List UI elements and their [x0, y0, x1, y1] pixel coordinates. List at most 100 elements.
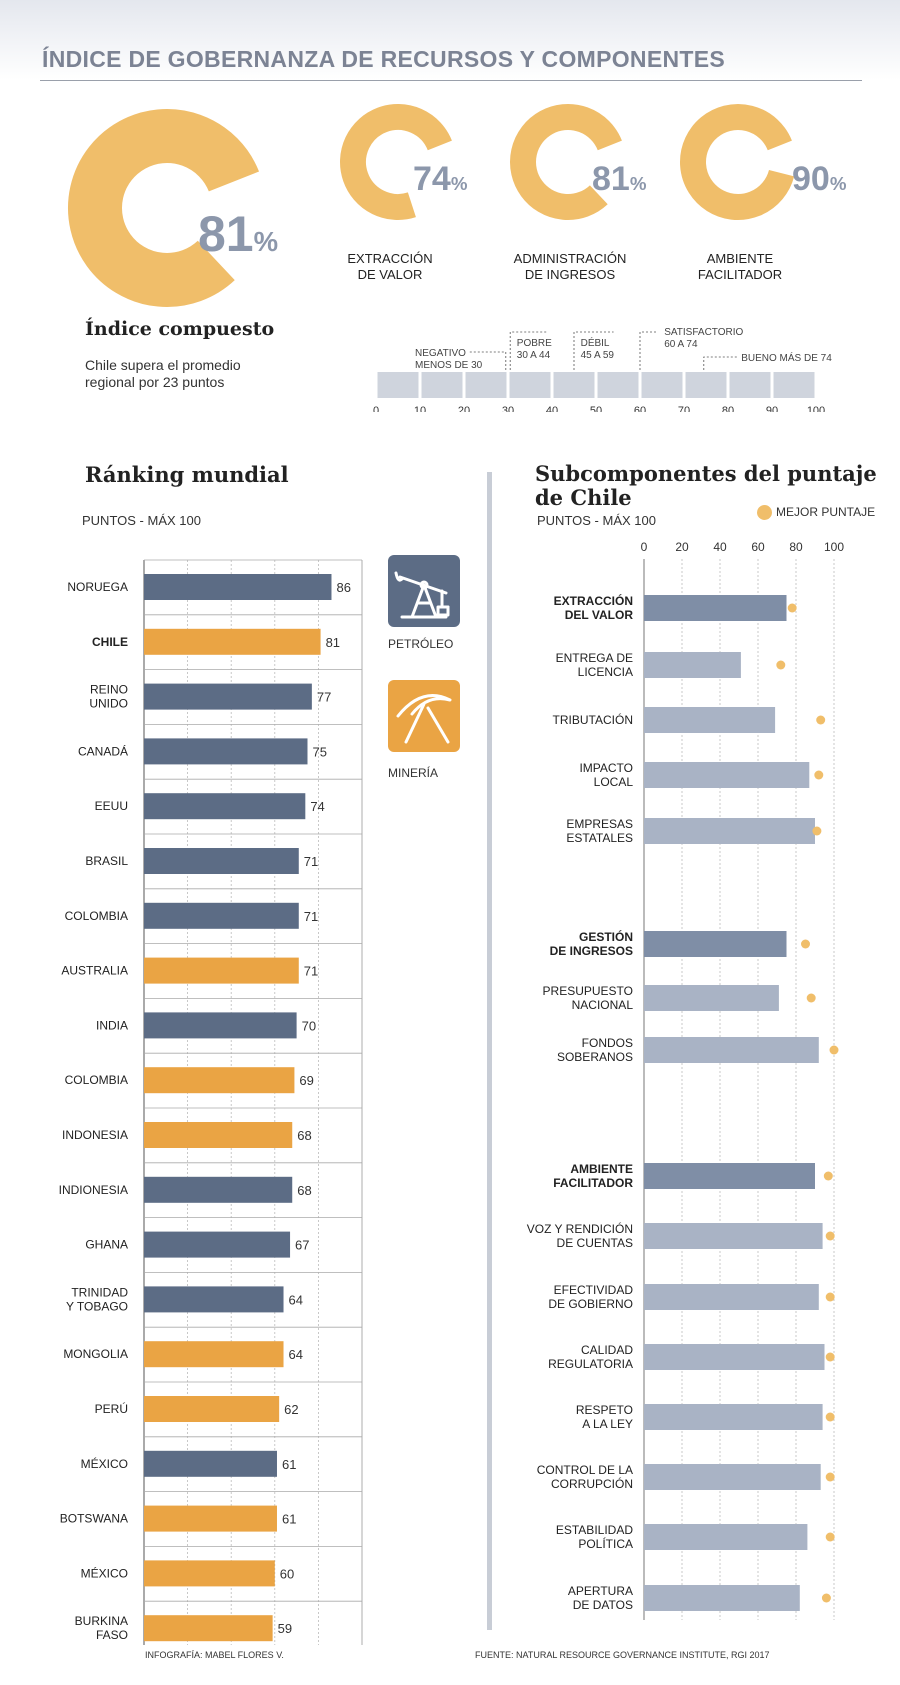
best-score-dot: [825, 1231, 835, 1241]
subcomponent-label: DE GOBIERNO: [548, 1297, 633, 1311]
ranking-value-label: 86: [336, 580, 350, 595]
scale-connector: [573, 331, 614, 370]
ranking-bar: [144, 1505, 277, 1532]
best-score-dot: [825, 1472, 835, 1482]
ranking-category-label: MÉXICO: [81, 1565, 128, 1580]
ranking-bar: [144, 1396, 280, 1422]
best-score-dot: [814, 770, 824, 780]
scale-segment: [641, 372, 683, 398]
ranking-value-label: 71: [304, 964, 318, 979]
ranking-value-label: 75: [313, 744, 327, 759]
scale-segment: [729, 372, 771, 398]
best-score-legend-dot: [757, 505, 772, 520]
ranking-bar: [144, 902, 299, 929]
scale-tick-label: 100: [807, 405, 825, 412]
subcomponent-label: CALIDAD: [581, 1343, 633, 1357]
subcomponent-label: EXTRACCIÓN: [554, 593, 633, 608]
subcomponent-bar: [644, 931, 787, 957]
oil-legend-label: PETRÓLEO: [388, 637, 454, 651]
subcomponent-label: DE CUENTAS: [557, 1236, 633, 1250]
ranking-bar: [144, 683, 312, 710]
ranking-category-label: TRINIDAD: [71, 1285, 128, 1299]
scale-segment: [465, 372, 507, 398]
subcomponent-bar: [644, 707, 776, 733]
subcomponent-bar: [644, 1464, 821, 1490]
subcomponent-label: CORRUPCIÓN: [551, 1476, 633, 1491]
header-band: [0, 0, 900, 80]
ranking-bar: [144, 793, 306, 820]
subcomponent-label: RESPETO: [576, 1403, 633, 1417]
ranking-category-label: INDIONESIA: [59, 1183, 128, 1197]
ranking-bar: [144, 1176, 293, 1203]
best-score-legend-label: MEJOR PUNTAJE: [776, 505, 876, 519]
title-divider: [40, 80, 862, 81]
ranking-category-label: BRASIL: [85, 854, 128, 868]
ranking-bar: [144, 628, 321, 655]
subcomponent-bar: [644, 762, 810, 788]
ranking-category-label: MÉXICO: [81, 1456, 128, 1471]
ranking-value-label: 68: [297, 1183, 311, 1198]
ranking-category-label: GHANA: [85, 1238, 128, 1252]
subcomponent-label: APERTURA: [568, 1584, 633, 1598]
donut-environment-value: 90%: [792, 160, 847, 198]
ranking-category-label: NORUEGA: [67, 580, 128, 594]
donut-revenue-value: 81%: [592, 160, 647, 198]
subcomponent-bar: [644, 818, 815, 844]
scale-band-pobre-range: 30 A 44: [517, 350, 551, 361]
ranking-bar: [144, 1560, 275, 1587]
subcomponent-bar: [644, 1585, 800, 1611]
ranking-category-label: INDONESIA: [62, 1128, 128, 1142]
ranking-bar: [144, 574, 332, 600]
best-score-dot: [825, 1352, 835, 1362]
best-score-dot: [812, 826, 822, 836]
subcomponent-bar: [644, 1223, 823, 1249]
subcomponent-label: ESTABILIDAD: [556, 1523, 633, 1537]
subcomponent-label: DEL VALOR: [565, 608, 634, 622]
donut-arc-3: [680, 104, 795, 220]
subcomponent-tick-label: 80: [789, 540, 803, 554]
ranking-value-label: 67: [295, 1238, 309, 1253]
ranking-value-label: 71: [304, 854, 318, 869]
subcomponent-label: PRESUPUESTO: [543, 984, 633, 998]
subcomponent-label: VOZ Y RENDICIÓN: [527, 1221, 633, 1236]
best-score-dot: [825, 1532, 835, 1542]
ranking-category-label: COLOMBIA: [65, 909, 128, 923]
subcomponent-label: DE INGRESOS: [550, 944, 633, 958]
ranking-bar: [144, 1231, 291, 1258]
subcomponent-label: POLÍTICA: [578, 1536, 633, 1551]
scale-tick-label: 80: [722, 405, 734, 412]
mining-legend-label-text: MINERÍA: [388, 766, 439, 780]
ranking-bar: [144, 1067, 295, 1094]
ranking-value-label: 69: [299, 1073, 313, 1088]
scale-band-bueno: BUENO MÁS DE 74: [741, 351, 832, 364]
ranking-bar: [144, 957, 299, 984]
ranking-value-label: 62: [284, 1402, 298, 1417]
scale-connector: [509, 331, 548, 370]
scale-segment: [509, 372, 551, 398]
ranking-category-label: PERÚ: [95, 1401, 128, 1416]
subcomponent-label: A LA LEY: [582, 1417, 633, 1431]
scale-segment: [553, 372, 595, 398]
subcomponent-label: CONTROL DE LA: [537, 1463, 633, 1477]
subcomponent-label: TRIBUTACIÓN: [553, 712, 633, 727]
scale-band-debil: DÉBIL: [581, 336, 610, 349]
scale-band-debil-range: 45 A 59: [581, 350, 615, 361]
scale-band-satisfactorio: SATISFACTORIO: [664, 327, 743, 338]
ranking-category-label: REINO: [90, 683, 128, 697]
footer-credit: INFOGRAFÍA: MABEL FLORES V.: [145, 1650, 284, 1660]
subcomponent-label: ESTATALES: [566, 831, 633, 845]
scale-tick-label: 0: [373, 405, 379, 412]
ranking-value-label: 64: [289, 1347, 303, 1362]
best-score-dot: [825, 1292, 835, 1302]
subcomponent-label: FACILITADOR: [553, 1176, 633, 1190]
best-score-dot: [787, 603, 797, 613]
scale-tick-label: 50: [590, 405, 602, 412]
ranking-value-label: 61: [282, 1512, 296, 1527]
ranking-value-label: 64: [289, 1292, 303, 1307]
subcomponent-label: LICENCIA: [578, 665, 633, 679]
best-score-dot: [816, 715, 826, 725]
footer-source: FUENTE: NATURAL RESOURCE GOVERNANCE INST…: [475, 1650, 770, 1660]
